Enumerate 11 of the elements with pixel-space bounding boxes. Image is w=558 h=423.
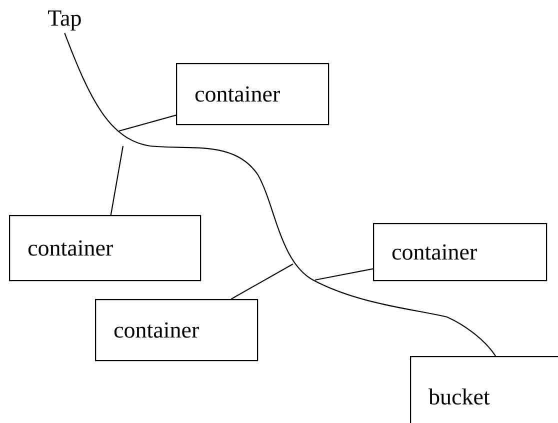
container-box: container: [176, 63, 330, 126]
branch-line: [231, 264, 294, 300]
tap-label: Tap: [48, 10, 81, 30]
container-box: container: [373, 223, 548, 282]
branch-line: [314, 268, 374, 281]
branch-line: [118, 114, 176, 132]
bucket-box: bucket: [410, 356, 558, 423]
branch-line: [110, 146, 124, 216]
container-box: container: [9, 215, 202, 282]
container-box: container: [95, 299, 258, 362]
pipe-line: [64, 32, 496, 356]
